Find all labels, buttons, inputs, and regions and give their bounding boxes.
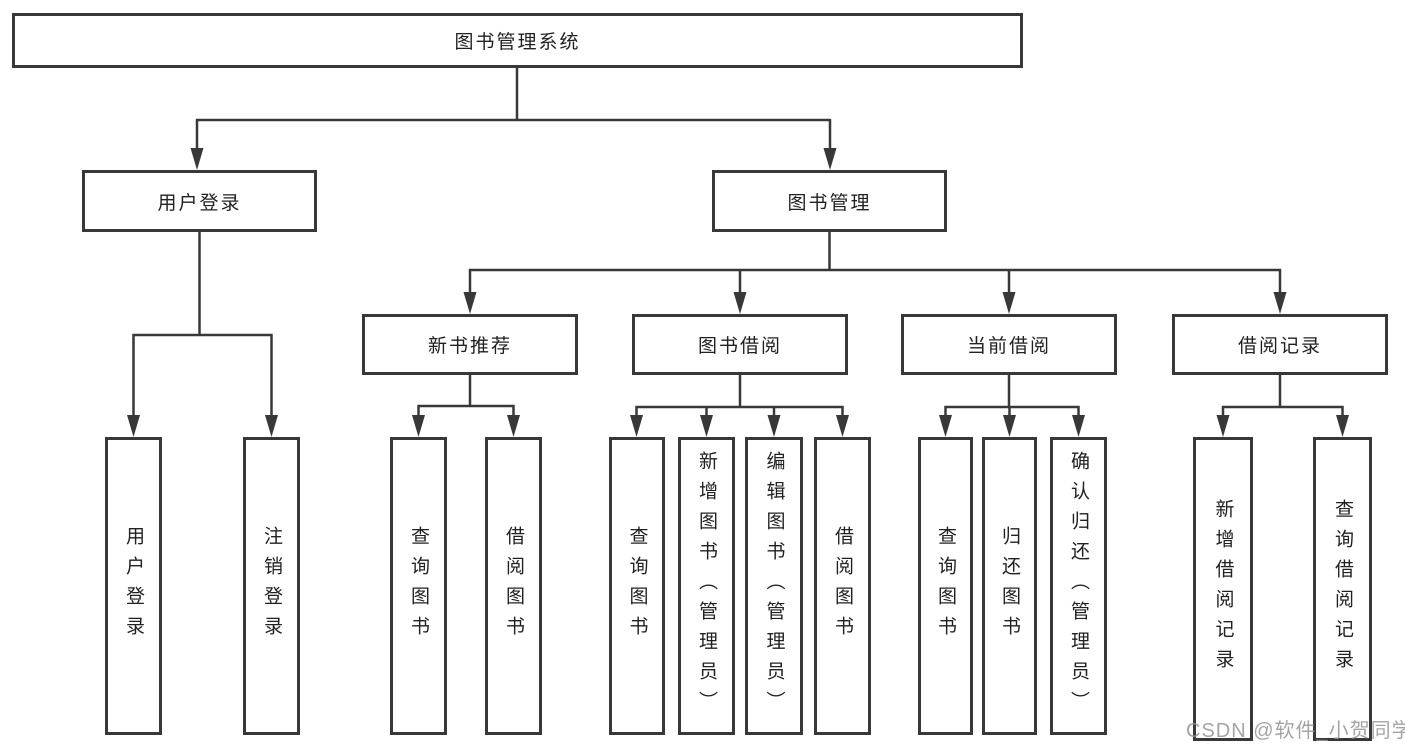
leaf-label: 查询图书 [935,526,956,646]
leaf-label: 归还图书 [999,526,1020,646]
node-leaf-add-borrow-record: 新增借阅记录 [1193,437,1253,741]
connector-current-borrow-to-leaves [944,375,1080,417]
connector-root-to-level2 [195,68,832,150]
csdn-watermark: CSDN @软件_小贺同学 [1186,720,1405,742]
connector-borrow-records-to-leaves [1221,375,1344,417]
node-leaf-query-books-recommend: 查询图书 [390,437,447,735]
node-borrow-records: 借阅记录 [1172,314,1388,375]
connector-new-book-recommend-to-leaves [417,375,515,417]
node-leaf-user-login: 用户登录 [105,437,162,735]
node-leaf-add-book-admin: 新增图书（管理员） [678,437,735,735]
node-leaf-edit-book-admin: 编辑图书（管理员） [745,437,803,735]
leaf-label: 查询借阅记录 [1332,499,1353,679]
arrowheads [127,148,1349,437]
connector-book-management-to-level3 [468,232,1282,293]
leaf-label: 注销登录 [261,526,282,646]
node-leaf-borrow-books-recommend: 借阅图书 [485,437,542,735]
leaf-label: 用户登录 [123,526,144,646]
node-leaf-query-books-current: 查询图书 [918,437,973,735]
connector-book-borrow-to-leaves [635,375,844,417]
node-user-login: 用户登录 [82,170,317,232]
leaf-label: 新增图书（管理员） [696,451,717,721]
leaf-label: 查询图书 [408,526,429,646]
node-leaf-query-books-borrow: 查询图书 [609,437,665,735]
node-leaf-borrow-books: 借阅图书 [814,437,871,735]
leaf-label: 借阅图书 [503,526,524,646]
node-leaf-return-books: 归还图书 [982,437,1037,735]
leaf-label: 借阅图书 [832,526,853,646]
node-current-borrow: 当前借阅 [901,314,1117,375]
leaf-label: 确认归还（管理员） [1068,451,1089,721]
connector-user-login-to-leaves [132,232,273,417]
node-book-management: 图书管理 [712,170,947,232]
node-root: 图书管理系统 [12,13,1023,68]
leaf-label: 新增借阅记录 [1212,499,1234,679]
node-new-book-recommend: 新书推荐 [362,314,578,375]
node-leaf-confirm-return-admin: 确认归还（管理员） [1050,437,1107,735]
leaf-label: 编辑图书（管理员） [763,451,785,721]
leaf-label: 查询图书 [626,526,648,646]
node-leaf-logout: 注销登录 [243,437,300,735]
node-leaf-query-borrow-record: 查询借阅记录 [1313,437,1372,741]
node-book-borrow: 图书借阅 [632,314,848,375]
